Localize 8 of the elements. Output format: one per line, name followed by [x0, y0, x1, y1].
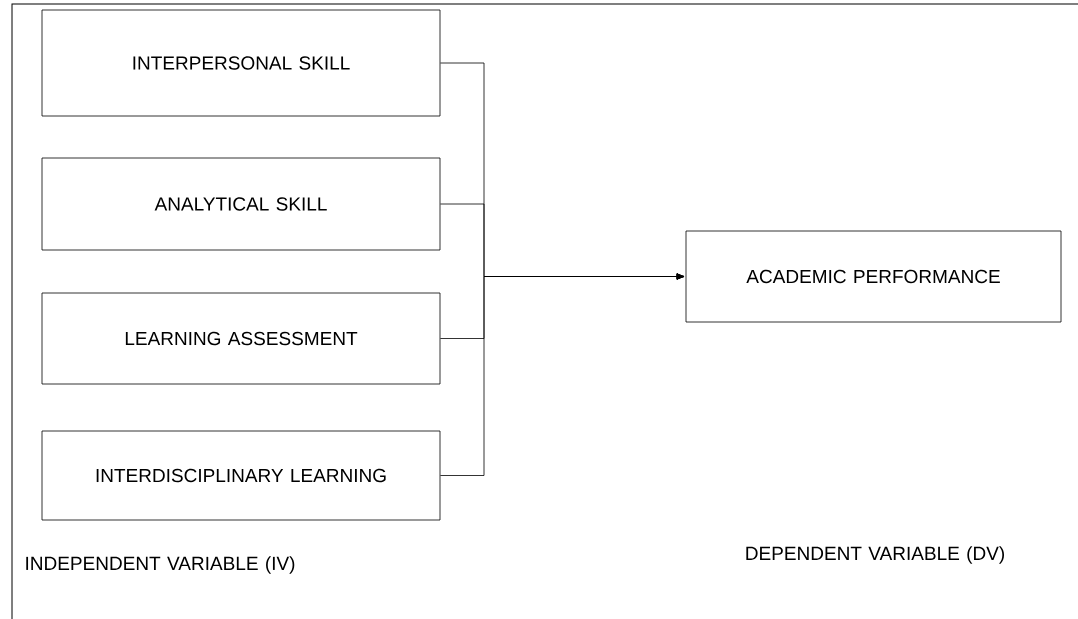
variable-box: INTERDISCIPLINARY LEARNING [41, 430, 441, 521]
variable-caption: INDEPENDENT VARIABLE (IV) [26, 556, 295, 574]
variable-caption: DEPENDENT VARIABLE (DV) [746, 546, 1004, 564]
variable-box: ACADEMIC PERFORMANCE [685, 230, 1062, 323]
variable-box: ANALYTICAL SKILL [41, 157, 441, 251]
variable-box: LEARNING ASSESSMENT [41, 292, 441, 385]
arrow [440, 273, 685, 476]
variable-box: INTERPERSONAL SKILL [41, 9, 441, 117]
